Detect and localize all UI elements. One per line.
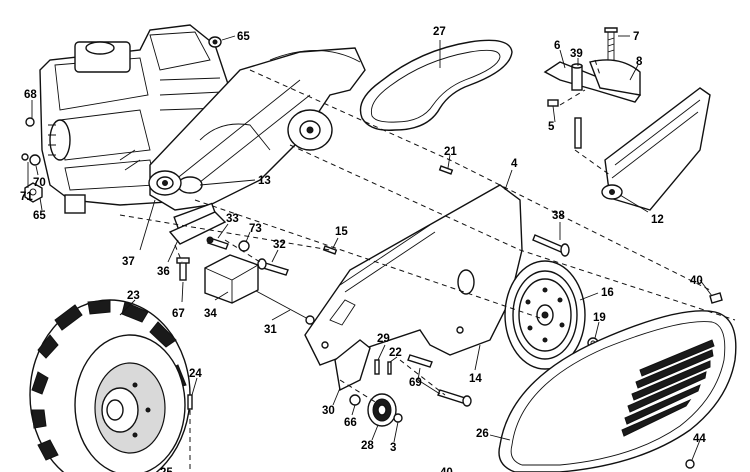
callout-34: 34 [204,308,217,320]
pin-24 [187,394,193,410]
hardware-68 [25,117,35,127]
callout-36: 36 [157,266,170,278]
key-21 [438,165,454,175]
bolt-38 [532,234,570,257]
callout-29: 29 [377,333,390,345]
callout-71: 71 [20,191,33,203]
shield-12 [601,87,711,211]
callout-12: 12 [651,214,664,226]
belt-guard-plate [304,184,523,366]
callout-5: 5 [548,121,555,133]
callout-38: 38 [552,210,565,222]
bracket-30 [334,339,371,392]
callout-15: 15 [335,226,348,238]
callout-69: 69 [409,377,422,389]
key-15 [322,245,338,255]
bolt-7 [604,27,618,60]
callout-22: 22 [389,347,402,359]
bolt-40 [709,292,723,304]
callout-28: 28 [361,440,374,452]
bolt-33 [206,236,229,250]
callout-73: 73 [249,223,262,235]
callout-44: 44 [693,433,706,445]
callout-39: 39 [570,48,583,60]
idler-pulley-28 [367,393,397,427]
cover-vent-slots [621,339,715,437]
spacer-39 [571,63,583,91]
callout-6: 6 [554,40,560,52]
hardware-70-71 [21,153,41,166]
callout-labels: 65 27 6 39 7 8 68 5 70 71 65 21 4 13 12 … [20,26,706,472]
callout-40-right: 40 [690,275,703,287]
callout-13: 13 [258,175,271,187]
nut-44 [685,459,695,469]
callout-16: 16 [601,287,614,299]
alignment-lines [119,59,736,470]
washer-66 [349,394,361,406]
pin-29-22 [374,359,392,375]
tire-23 [29,299,191,472]
callout-66: 66 [344,417,357,429]
callout-65-left: 65 [33,210,46,222]
callout-33: 33 [226,213,239,225]
block-34 [204,254,259,304]
callout-31: 31 [264,324,277,336]
callout-21: 21 [444,146,457,158]
hardware-65-left [24,182,43,203]
callout-3: 3 [390,442,396,454]
callout-4: 4 [511,158,518,170]
bolt-32 [257,258,289,276]
callout-24: 24 [189,368,202,380]
callout-70: 70 [33,177,46,189]
bracket-6 [543,59,642,103]
callout-67: 67 [172,308,185,320]
callout-68: 68 [24,89,37,101]
washer-73 [238,240,250,252]
hardware-65-top [208,36,222,48]
callout-30: 30 [322,405,335,417]
bolt-67 [176,257,190,281]
callout-7: 7 [633,31,639,43]
callout-37: 37 [122,256,135,268]
callout-25: 25 [160,467,173,472]
callout-65-top: 65 [237,31,250,43]
callout-23: 23 [127,290,140,302]
leader-lines [27,35,713,461]
callout-8: 8 [636,56,643,68]
pulley-16 [504,260,586,370]
callout-40-bottom: 40 [440,467,453,472]
callout-32: 32 [273,239,286,251]
callout-27: 27 [433,26,446,38]
nut-3 [393,413,403,423]
callout-14: 14 [469,373,482,385]
callout-26: 26 [476,428,489,440]
callout-19: 19 [593,312,606,324]
belt-cover [498,310,737,472]
bracket-36 [168,211,227,245]
belt [359,39,513,131]
chain-case-frame [119,47,366,230]
